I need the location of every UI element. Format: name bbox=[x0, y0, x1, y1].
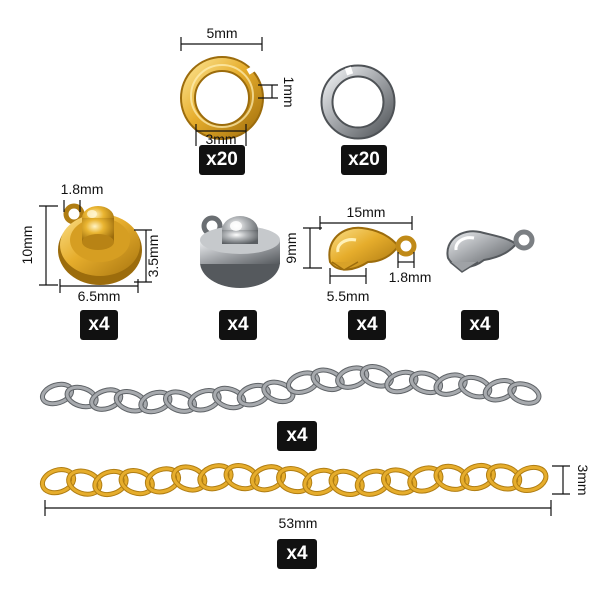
chain-link-highlight bbox=[65, 385, 98, 409]
chain-link-highlight bbox=[508, 382, 541, 405]
dimension-label: 10mm bbox=[19, 226, 35, 265]
chain-link-highlight bbox=[172, 465, 207, 492]
chain-link-highlight bbox=[40, 468, 76, 495]
chain-link-highlight bbox=[303, 468, 338, 495]
dimension-label: 53mm bbox=[279, 515, 318, 531]
dimension-chain-length: 53mm bbox=[44, 500, 552, 531]
gold-snap-clasp bbox=[58, 203, 142, 285]
dimension-label: 1.8mm bbox=[61, 181, 104, 197]
dimension-lobster-width: 5.5mm bbox=[327, 268, 370, 304]
chain-link-highlight bbox=[93, 469, 128, 497]
quantity-badge: x4 bbox=[277, 421, 317, 451]
chain-link-highlight bbox=[286, 371, 320, 394]
dimension-ring-thickness: 1mm bbox=[258, 76, 297, 108]
chain-link-highlight bbox=[277, 466, 312, 494]
quantity-badge: x4 bbox=[219, 310, 257, 340]
chain-link-highlight bbox=[224, 464, 259, 491]
chain-link-highlight bbox=[434, 464, 469, 491]
quantity-badge: x4 bbox=[348, 310, 386, 340]
quantity-badge: x20 bbox=[199, 145, 245, 175]
silver-lobster-clasp bbox=[446, 229, 535, 273]
dimension-chain-width: 3mm bbox=[552, 464, 591, 496]
chain-link-highlight bbox=[408, 466, 443, 493]
gold-extender-chain bbox=[39, 462, 549, 498]
chain-link-highlight bbox=[336, 366, 369, 389]
chain-link-highlight bbox=[486, 464, 522, 491]
chain-link-highlight bbox=[460, 463, 495, 491]
dimension-lobster-height: 9mm bbox=[283, 227, 322, 269]
dimension-lobster-length: 15mm bbox=[319, 204, 413, 230]
dimension-label: 5.5mm bbox=[327, 288, 370, 304]
dimension-label: 5mm bbox=[206, 25, 237, 41]
dimension-clasp-height: 10mm bbox=[19, 205, 58, 286]
chain-link-highlight bbox=[119, 469, 154, 496]
dimension-label: 3mm bbox=[575, 464, 591, 495]
dimension-label: 3.5mm bbox=[145, 235, 161, 278]
chain-link-highlight bbox=[139, 390, 172, 414]
chain-link-highlight bbox=[114, 390, 147, 413]
dimension-ring-outer: 5mm bbox=[180, 25, 263, 51]
dimension-ring-inner: 3mm bbox=[195, 124, 247, 147]
quantity-badge: x4 bbox=[461, 310, 499, 340]
dimension-lobster-loop: 1.8mm bbox=[389, 252, 432, 285]
dimension-label: 1.8mm bbox=[389, 269, 432, 285]
chain-link-highlight bbox=[145, 467, 181, 494]
chain-link-highlight bbox=[385, 370, 418, 394]
quantity-badge: x4 bbox=[277, 539, 317, 569]
silver-extender-chain bbox=[39, 364, 542, 415]
dimension-label: 3mm bbox=[205, 131, 236, 147]
chain-link-highlight bbox=[459, 375, 492, 399]
chain-link-highlight bbox=[513, 465, 548, 493]
gold-jump-ring bbox=[180, 56, 264, 140]
chain-link-highlight bbox=[355, 469, 390, 496]
dimension-label: 6.5mm bbox=[78, 288, 121, 304]
dimension-label: 9mm bbox=[283, 232, 299, 263]
dimension-clasp-width: 6.5mm bbox=[59, 279, 139, 304]
chain-link-highlight bbox=[188, 389, 221, 412]
silver-snap-clasp bbox=[200, 215, 280, 288]
quantity-badge: x20 bbox=[341, 145, 387, 175]
dimension-clasp-depth: 3.5mm bbox=[134, 229, 161, 283]
chain-link-highlight bbox=[198, 464, 233, 491]
chain-link-highlight bbox=[409, 371, 443, 395]
chain-link-highlight bbox=[329, 469, 364, 496]
dimension-label: 15mm bbox=[347, 204, 386, 220]
chain-link-highlight bbox=[67, 469, 102, 496]
silver-jump-ring bbox=[320, 64, 396, 140]
gold-lobster-clasp bbox=[328, 226, 417, 271]
quantity-badge: x4 bbox=[80, 310, 118, 340]
dimension-clasp-loop: 1.8mm bbox=[61, 181, 104, 212]
chain-link-highlight bbox=[237, 383, 270, 407]
chain-link-highlight bbox=[250, 465, 286, 492]
chain-link-highlight bbox=[262, 380, 295, 404]
dimension-label: 1mm bbox=[281, 76, 297, 107]
